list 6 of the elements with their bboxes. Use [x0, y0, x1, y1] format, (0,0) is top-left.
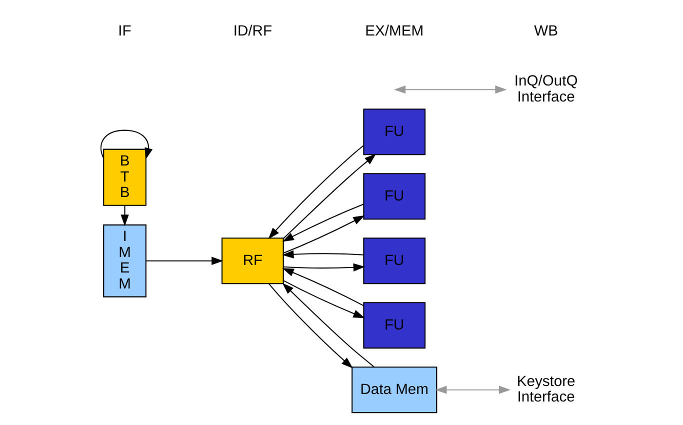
- label: IF: [118, 23, 132, 40]
- label: WB: [534, 23, 558, 40]
- label: ID/RF: [233, 23, 272, 40]
- label: EX/MEM: [365, 23, 424, 40]
- node-text: Keystore Interface: [516, 374, 576, 406]
- node-text: InQ/OutQ Interface: [514, 74, 578, 106]
